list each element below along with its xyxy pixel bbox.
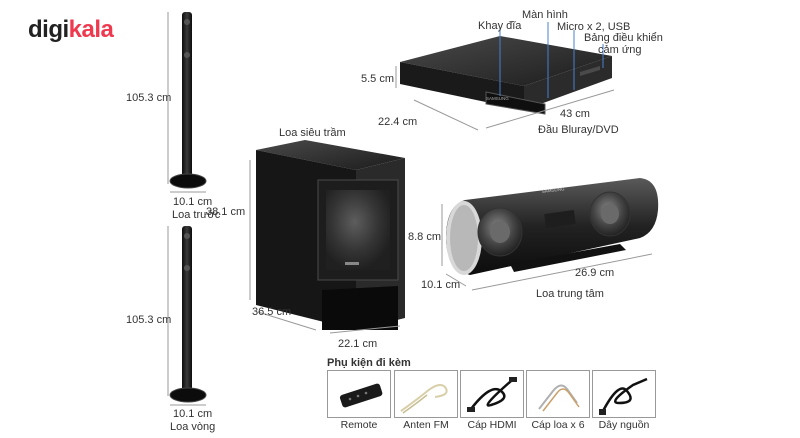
player-name: Đầu Bluray/DVD	[538, 124, 619, 136]
ports-label: Micro x 2, USB	[557, 21, 631, 33]
surround-speaker-name: Loa vòng	[170, 421, 216, 433]
sub-depth-dim	[257, 311, 317, 331]
sub-width-dim	[329, 325, 401, 334]
accessory-antenna	[394, 370, 458, 418]
center-speaker-name: Loa trung tâm	[536, 288, 604, 300]
center-width-dim	[471, 253, 653, 291]
speaker-cable-icon	[538, 384, 580, 412]
antenna-icon	[400, 384, 448, 414]
svg-text:SAMSUNG: SAMSUNG	[486, 96, 509, 101]
accessory-label-speaker-cable: Cáp loa x 6	[531, 419, 585, 431]
center-width-label: 26.9 cm	[575, 267, 615, 279]
player-width-dim	[485, 89, 615, 129]
hdmi-cable-icon	[467, 377, 517, 412]
front-speaker	[167, 12, 207, 193]
center-speaker: SAMSUNG	[441, 178, 659, 291]
player-depth-label: 22.4 cm	[378, 116, 418, 128]
player-depth-dim	[413, 99, 479, 131]
accessory-label-hdmi: Cáp HDMI	[467, 419, 517, 431]
subwoofer-height-label: 38.1 cm	[206, 206, 246, 218]
remote-icon	[339, 383, 383, 408]
accessories-title: Phụ kiện đi kèm	[327, 357, 411, 369]
svg-text:SAMSUNG: SAMSUNG	[542, 186, 566, 194]
touch-panel-label-2: cảm ứng	[598, 44, 642, 56]
accessory-label-remote: Remote	[340, 419, 378, 431]
subwoofer-depth-label: 36.5 cm	[252, 306, 292, 318]
front-width-label: 10.1 cm	[173, 196, 213, 208]
digikala-logo: digikala	[28, 16, 114, 43]
bluray-player: SAMSUNG	[395, 22, 615, 131]
player-width-label: 43 cm	[560, 108, 590, 120]
accessory-hdmi	[460, 370, 524, 418]
front-height-label: 105.3 cm	[126, 92, 172, 104]
accessory-speaker-cable	[526, 370, 590, 418]
tray-label: Khay đĩa	[478, 20, 522, 32]
display-label: Màn hình	[522, 9, 568, 21]
player-height-label: 5.5 cm	[361, 73, 395, 85]
accessory-remote	[327, 370, 391, 418]
surround-speaker	[167, 226, 207, 406]
front-speaker-name: Loa trước	[172, 209, 221, 221]
subwoofer-name: Loa siêu trầm	[279, 127, 346, 139]
center-depth-label: 10.1 cm	[421, 279, 461, 291]
surround-width-label: 10.1 cm	[173, 408, 213, 420]
accessory-label-antenna: Anten FM	[403, 419, 449, 431]
center-depth-dim	[445, 273, 467, 287]
subwoofer	[249, 140, 405, 334]
power-cord-icon	[599, 377, 648, 415]
surround-height-label: 105.3 cm	[126, 314, 172, 326]
touch-panel-label-1: Bảng điều khiển	[584, 32, 663, 44]
accessory-label-power-cord: Dây nguồn	[598, 419, 650, 431]
center-height-label: 8.8 cm	[408, 231, 442, 243]
subwoofer-width-label: 22.1 cm	[338, 338, 378, 350]
accessory-power-cord	[592, 370, 656, 418]
